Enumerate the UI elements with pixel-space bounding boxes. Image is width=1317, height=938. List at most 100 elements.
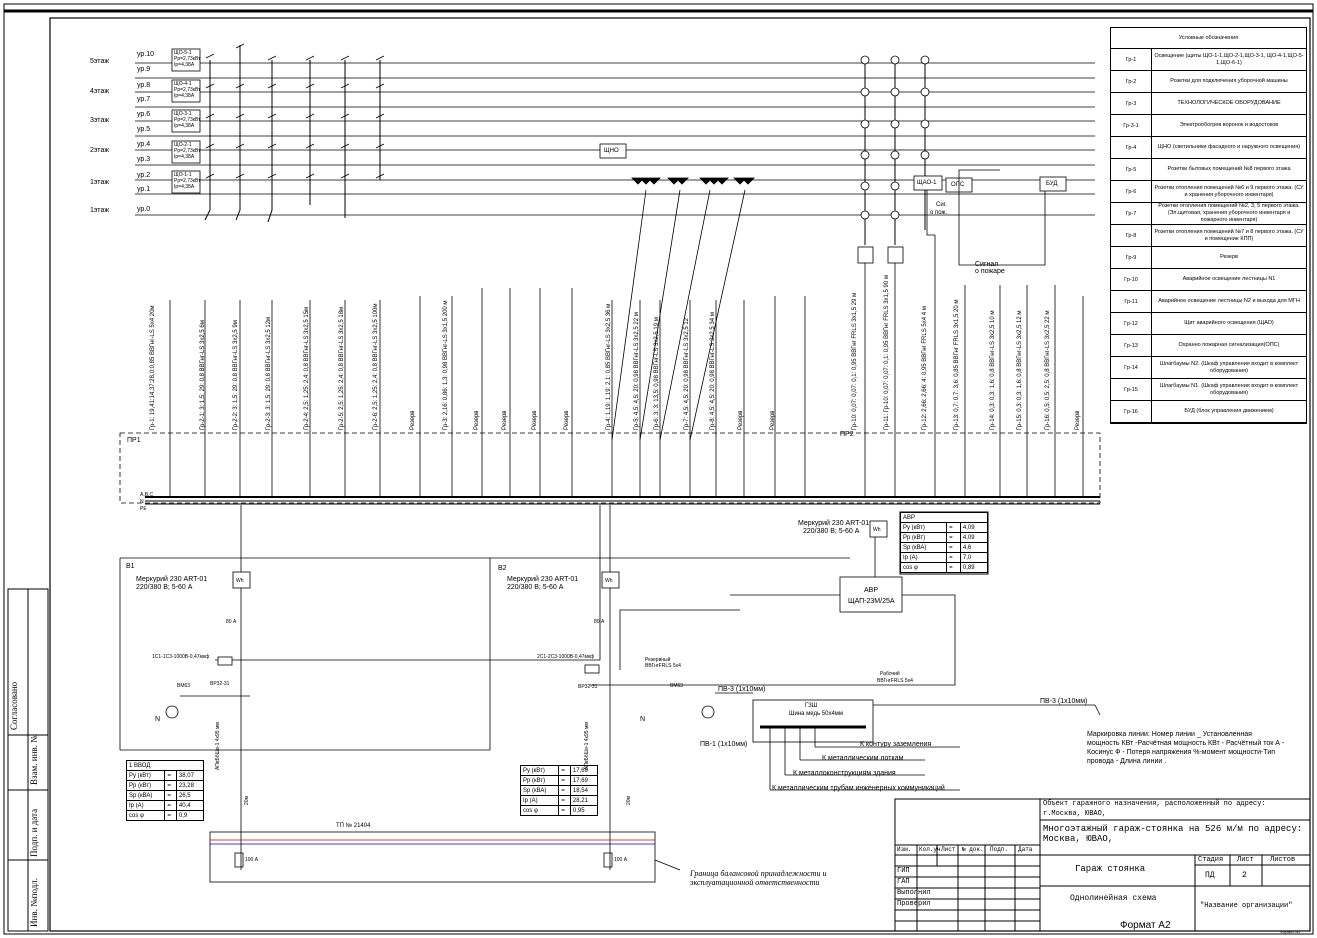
avr-label: ЩАП-23М/25А	[848, 598, 895, 605]
group-line-label: Гр-10: 0,07: 0,07: 0,1: 0,95 ВВГнг FRLS …	[852, 292, 858, 430]
meter-label: 220/380 В; 5-60 А	[136, 584, 193, 591]
legend-description: Щит аварийного освещения (ЩАО)	[1184, 320, 1274, 326]
pv-label: ПВ-1 (1х10мм)	[700, 741, 748, 748]
shao-label: ЩАО-1	[917, 180, 937, 186]
avr-table: АВР Ру (кВт)=4,09 Рр (кВт)=4,09 Sp (кВА)…	[899, 512, 989, 573]
table-cell: =	[558, 805, 571, 816]
feeder-lines	[169, 235, 1084, 497]
signal-wires	[926, 169, 1046, 266]
tb-role: Проверил	[897, 900, 931, 908]
tb-name: Гараж стоянка	[1075, 864, 1146, 874]
legend-group: Гр-3	[1111, 93, 1152, 114]
meter-symbol: Wh	[605, 578, 613, 584]
level-label: ур.7	[137, 96, 151, 103]
legend-description: Шлагбаумы N1. (Шкаф управления входит в …	[1159, 382, 1299, 396]
group-line-label: Гр-5: 4,5: 4,5: 20: 0,98 ВВГнг-LS 3х2,5 …	[634, 312, 640, 430]
signal-label: Сигнал	[975, 261, 999, 268]
legend-row: Гр-2 Розетки для подключения уборочной ма…	[1111, 71, 1306, 93]
legend-group: Гр-15	[1111, 379, 1152, 400]
ground-label: К контуру заземления	[860, 741, 932, 748]
table-cell: =	[946, 542, 961, 553]
project-line: Москва, ЮВАО,	[1043, 834, 1114, 844]
table-cell: 40,4	[175, 800, 205, 811]
group-line-label: Гр-11: Гр-10: 0,07: 0,07: 0,1: 0,95 ВВГн…	[884, 274, 890, 430]
pv-label: ПВ-3 (1х10мм)	[1040, 698, 1088, 705]
table-cell: 0,89	[959, 562, 989, 573]
meter-label: 220/380 В; 5-60 А	[507, 584, 564, 591]
bus-label: A,B,C	[140, 492, 154, 498]
drawing-border	[49, 17, 1311, 932]
legend-description: Розетки отопления помещений №7 и 8 перво…	[1154, 228, 1304, 242]
tb-sheet: 2	[1242, 871, 1247, 880]
group-line-label: Гр-8: 4,5: 4,5: 20: 0,98 ВВГнг-LS 3х2,5 …	[710, 312, 716, 430]
object-line: г.Москва, ЮВАО,	[1043, 810, 1107, 818]
legend-group: Гр-2	[1111, 71, 1152, 92]
ops-label: ОПС	[951, 182, 965, 188]
legend-description: Розетки отопления помещений №6 и 9 перво…	[1154, 184, 1304, 198]
group-line-label: Гр-3: 2,16: 0,86: 1,3: 0,98 ВВГнг-LS 3х1…	[443, 300, 449, 430]
feeder-cable: АПвБбШв-1 4х95 мм	[584, 722, 590, 770]
group-line-label: Резерв	[532, 410, 538, 431]
group-line-label: Гр-16: 0,5: 0,5: 2,5: 0,8 ВВГнг-LS 3х2,5…	[1045, 310, 1051, 430]
legend-group: Гр-7	[1111, 203, 1152, 224]
table-cell: Sp (кВА)	[125, 790, 166, 801]
tb-col: Лист	[941, 846, 956, 853]
distribution-panels	[119, 432, 1101, 505]
ground-label: К металлическим лоткам	[822, 755, 904, 762]
object-line: Объект гаражного назначения, расположенн…	[1043, 800, 1266, 808]
vr-label: ВР32-31	[578, 684, 598, 690]
boundary-label: Граница балансовой принадлежности и	[690, 869, 827, 878]
table-cell: Рр (кВт)	[899, 532, 948, 543]
feeder-length: 20м	[244, 796, 250, 805]
legend-description: БУД (блок управления движением)	[1184, 408, 1274, 414]
level-label: ур.5	[137, 126, 151, 133]
level-label: ур.10	[137, 51, 155, 58]
input2-table: Ру (кВт)=17,69 Рр (кВт)=17,69 Sp (кВА)=1…	[519, 765, 599, 816]
table-cell: 17,69	[569, 765, 599, 776]
panel-label-pr2: ПР2	[840, 431, 854, 438]
marking-note: Косинус Ф - Потеря напряжения %-момент м…	[1087, 749, 1276, 756]
legend-group: Гр-16	[1111, 401, 1152, 422]
lamp-symbols	[860, 55, 930, 220]
legend-description: Аварийное освещение лестницы N2 и выхода…	[1158, 298, 1300, 304]
table-cell: Ip (А)	[519, 795, 560, 806]
riser-tags	[205, 43, 385, 179]
gzsh-label: ГЗШ	[805, 703, 818, 709]
table-cell: 0,9	[175, 810, 205, 821]
tb-col: № док.	[962, 846, 984, 853]
cable-label: ВВГнгFRLS 5х4	[877, 678, 913, 684]
group-line-label: Гр-6: 3: 3: 13,5: 0,98 ВВГнг-LS 3х2,5 19…	[654, 317, 660, 430]
table-cell: =	[164, 810, 177, 821]
meter-label: Меркурий 230 ART-01	[136, 576, 208, 583]
approval-strip	[7, 588, 49, 932]
group-line-label: Гр-15: 0,3: 0,3: 1,6: 0,8 ВВГнг-LS 3х2,5…	[1017, 310, 1023, 430]
floor-lines	[135, 62, 1095, 216]
group-line-label: Гр-2-6: 2,5: 1,25: 2,4: 0,8 ВВГнг-LS 3х2…	[373, 303, 379, 430]
approval-label: Согласовано	[9, 681, 19, 730]
group-line-label: Гр-1: 19,41:14,37:28,0:0,85 ВВГнг-LS 5х4…	[150, 305, 156, 430]
approval-label: Взам. инв. №	[29, 734, 39, 785]
tb-sheet-h: Лист	[1237, 856, 1254, 864]
table-cell: Ру (кВт)	[519, 765, 560, 776]
floor-label: 4этаж	[90, 88, 110, 95]
table-cell: Sp (кВА)	[519, 785, 560, 796]
floor-label: 5этаж	[90, 58, 110, 65]
legend-description: Розетки для подключения уборочной машины	[1170, 78, 1288, 84]
riser-boxes	[599, 143, 1067, 264]
group-line-label: Резерв	[770, 410, 776, 431]
tb-role: ГАП	[897, 878, 910, 886]
table-cell: 7,0	[959, 552, 989, 563]
table-cell: 18,54	[569, 785, 599, 796]
lamp-inputs	[165, 656, 715, 719]
tb-col: Изм.	[897, 846, 912, 853]
tb-col: Кол.уч	[919, 846, 941, 853]
table-cell: 28,21	[569, 795, 599, 806]
group-line-label: Гр-12: 2,66: 2,66: 4: 0,95 ВВГнг FRLS 5х…	[922, 306, 928, 430]
cable-label: Рабочий	[880, 671, 900, 677]
